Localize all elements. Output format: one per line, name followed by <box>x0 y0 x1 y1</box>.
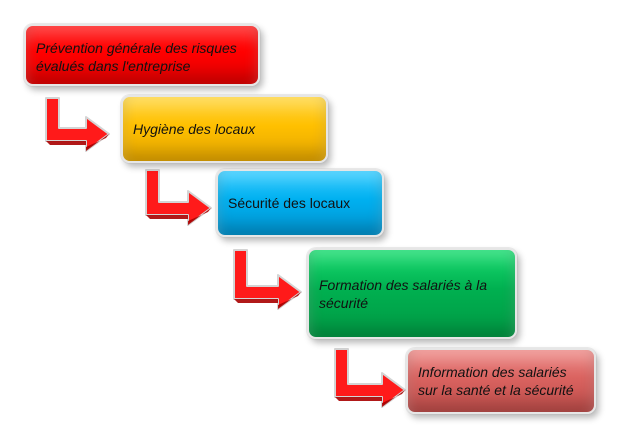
step-securite-label: Sécurité des locaux <box>228 195 351 211</box>
step-prevention-box: Prévention générale des risques évalués … <box>24 24 260 86</box>
step-information-label: Information des salariés sur la santé et… <box>418 364 574 398</box>
step-formation-box: Formation des salariés à la sécurité <box>307 248 517 339</box>
step-hygiene-label: Hygiène des locaux <box>133 121 256 137</box>
step-prevention-label: Prévention générale des risques évalués … <box>36 40 237 74</box>
step-securite-box: Sécurité des locaux <box>216 169 384 237</box>
elbow-arrow-right-icon <box>233 249 302 310</box>
elbow-arrow-right-icon <box>45 97 110 152</box>
step-formation-label: Formation des salariés à la sécurité <box>319 276 488 311</box>
elbow-arrow-right-icon <box>334 348 406 408</box>
step-hygiene-box: Hygiène des locaux <box>121 95 328 163</box>
step-information-box: Information des salariés sur la santé et… <box>406 348 596 414</box>
elbow-arrow-right-icon <box>145 169 212 226</box>
